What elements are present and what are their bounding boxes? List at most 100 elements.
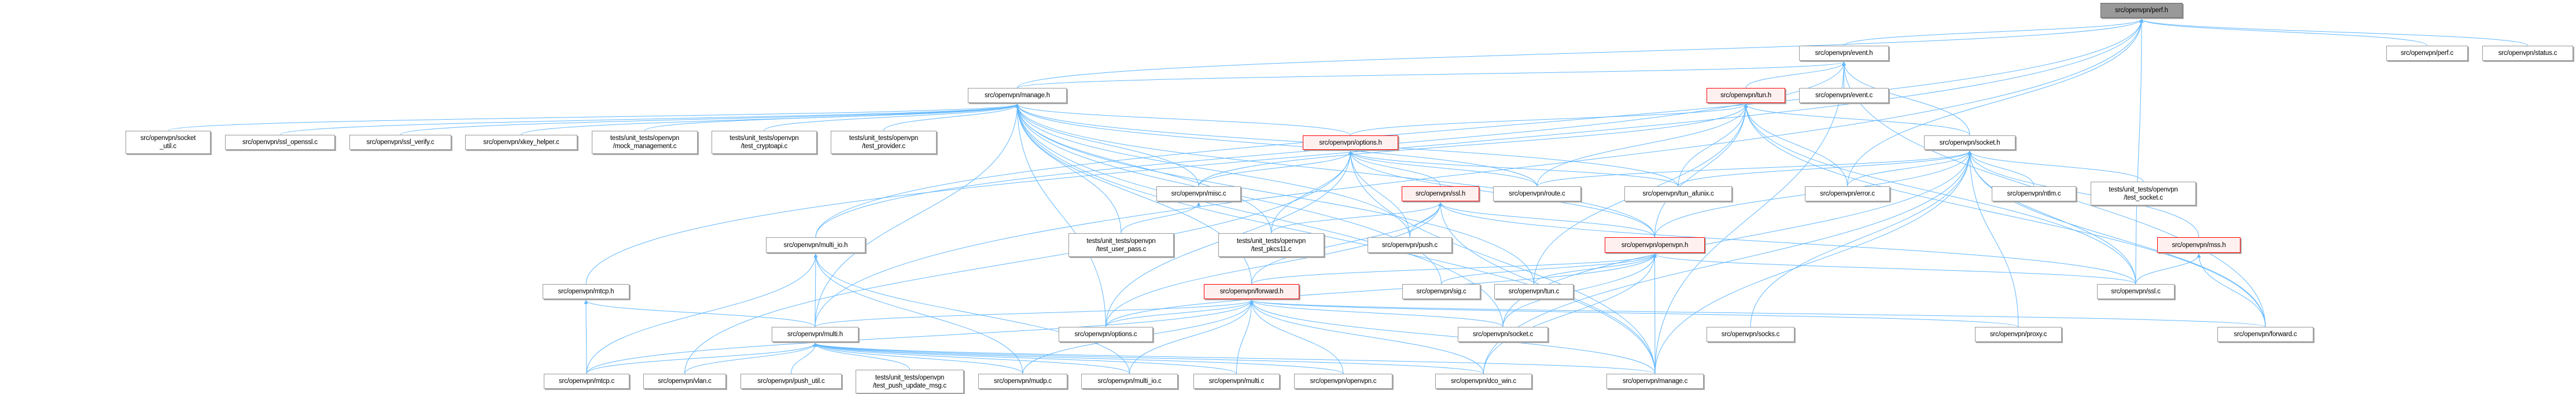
node-options-h[interactable]: src/openvpn/options.h <box>1303 135 1398 150</box>
node-route-c[interactable]: src/openvpn/route.c <box>1493 186 1581 201</box>
edge-mtcp-c-to-multi-h <box>586 343 817 374</box>
edge-multi-h-to-forward-h <box>815 300 1254 327</box>
node-mss-h[interactable]: src/openvpn/mss.h <box>2157 237 2240 253</box>
node-proxy-c[interactable]: src/openvpn/proxy.c <box>1975 327 2062 342</box>
node-push-c[interactable]: src/openvpn/push.c <box>1368 237 1452 253</box>
node-ssl-openssl-c[interactable]: src/openvpn/ssl_openssl.c <box>225 135 335 150</box>
node-perf-c[interactable]: src/openvpn/perf.c <box>2386 46 2468 61</box>
edge-socket-h-to-event-h <box>1842 61 1970 136</box>
node-test-user-pass-c[interactable]: tests/unit_tests/openvpn /test_user_pass… <box>1068 233 1174 257</box>
node-mtcp-c[interactable]: src/openvpn/mtcp.c <box>544 374 629 389</box>
node-mock-management-c[interactable]: tests/unit_tests/openvpn /mock_managemen… <box>592 131 698 154</box>
node-dco-win-c[interactable]: src/openvpn/dco_win.c <box>1435 374 1532 389</box>
edge-vlan-c-to-options-h <box>684 150 1353 374</box>
node-push-util-c[interactable]: src/openvpn/push_util.c <box>740 374 842 389</box>
node-event-c[interactable]: src/openvpn/event.c <box>1799 88 1889 103</box>
edge-mss-h-to-socket-h <box>1967 150 2199 238</box>
node-ssl-c[interactable]: src/openvpn/ssl.c <box>2097 284 2175 299</box>
edge-push-c-to-ssl-h <box>1409 202 1443 238</box>
edge-socket-h-to-tun-h <box>1744 104 1970 136</box>
edge-tun-afunix-c-to-options-h <box>1348 150 1679 187</box>
node-multi-c[interactable]: src/openvpn/multi.c <box>1193 374 1280 389</box>
edge-multi-io-c-to-forward-h <box>1129 300 1254 374</box>
node-manage-c[interactable]: src/openvpn/manage.c <box>1606 374 1704 389</box>
edge-tun-c-to-manage-h <box>1015 104 1534 285</box>
edge-multi-h-to-mtcp-h <box>584 300 816 327</box>
node-test-push-update-msg-c[interactable]: tests/unit_tests/openvpn /test_push_upda… <box>856 370 964 393</box>
edge-socks-c-to-socket-h <box>1750 150 1972 327</box>
node-tun-h[interactable]: src/openvpn/tun.h <box>1707 88 1785 103</box>
node-event-h[interactable]: src/openvpn/event.h <box>1799 46 1889 61</box>
edge-openvpn-c-to-multi-h <box>813 343 1344 374</box>
edge-tun-afunix-c-to-tun-h <box>1678 104 1748 187</box>
edge-tun-afunix-c-to-socket-h <box>1678 150 1972 187</box>
node-test-socket-c[interactable]: tests/unit_tests/openvpn /test_socket.c <box>2091 182 2196 205</box>
edge-perf-c-to-perf-h <box>2139 19 2427 46</box>
edge-test-push-update-msg-c-to-multi-h <box>813 343 910 370</box>
node-vlan-c[interactable]: src/openvpn/vlan.c <box>643 374 726 389</box>
edge-mtcp-c-to-multi-io-h <box>586 253 818 374</box>
node-multi-h[interactable]: src/openvpn/multi.h <box>772 327 858 342</box>
edge-manage-c-to-socket-h <box>1654 150 1972 374</box>
node-ssl-verify-c[interactable]: src/openvpn/ssl_verify.c <box>349 135 451 150</box>
edge-ssl-c-to-mss-h <box>2135 253 2201 285</box>
edge-test-pkcs11-c-to-ssl-h <box>1271 202 1443 234</box>
node-openvpn-c[interactable]: src/openvpn/openvpn.c <box>1294 374 1392 389</box>
node-error-c[interactable]: src/openvpn/error.c <box>1805 186 1890 201</box>
edge-proxy-c-to-socket-h <box>1967 150 2019 327</box>
edge-multi-io-h-to-perf-h <box>815 19 2144 238</box>
edge-forward-c-to-forward-h <box>1250 300 2266 327</box>
node-forward-c[interactable]: src/openvpn/forward.c <box>2217 327 2313 342</box>
edge-options-c-to-manage-h <box>1015 104 1106 327</box>
edge-test-user-pass-c-to-misc-c <box>1121 202 1201 234</box>
node-tun-c[interactable]: src/openvpn/tun.c <box>1494 284 1573 299</box>
edge-options-h-to-tun-h <box>1350 104 1748 136</box>
node-tun-afunix-c[interactable]: src/openvpn/tun_afunix.c <box>1624 186 1732 201</box>
node-mudp-c[interactable]: src/openvpn/mudp.c <box>978 374 1067 389</box>
node-multi-io-h[interactable]: src/openvpn/multi_io.h <box>766 237 865 253</box>
node-ntlm-c[interactable]: src/openvpn/ntlm.c <box>1992 186 2076 201</box>
node-manage-h[interactable]: src/openvpn/manage.h <box>968 88 1067 103</box>
node-test-provider-c[interactable]: tests/unit_tests/openvpn /test_provider.… <box>831 131 937 154</box>
edge-mtcp-c-to-forward-h <box>586 300 1254 374</box>
edge-status-c-to-perf-h <box>2139 19 2528 46</box>
node-options-c[interactable]: src/openvpn/options.c <box>1059 327 1153 342</box>
edge-multi-io-c-to-multi-io-h <box>813 253 1130 374</box>
node-socks-c[interactable]: src/openvpn/socks.c <box>1707 327 1794 342</box>
edge-ssl-c-to-perf-h <box>2135 19 2144 285</box>
edge-multi-c-to-forward-h <box>1236 300 1254 374</box>
node-sig-c[interactable]: src/openvpn/sig.c <box>1402 284 1480 299</box>
node-ssl-h[interactable]: src/openvpn/ssl.h <box>1402 186 1479 201</box>
edge-forward-h-to-openvpn-h <box>1251 253 1657 285</box>
edge-tun-h-to-event-h <box>1745 61 1846 89</box>
edge-test-socket-c-to-socket-h <box>1967 150 2144 182</box>
node-xkey-helper-c[interactable]: src/openvpn/xkey_helper.c <box>465 135 577 150</box>
node-status-c[interactable]: src/openvpn/status.c <box>2482 46 2573 61</box>
node-openvpn-h[interactable]: src/openvpn/openvpn.h <box>1605 237 1705 253</box>
edge-manage-h-to-event-h <box>1017 61 1846 89</box>
edge-ssl-c-to-openvpn-h <box>1653 253 2136 285</box>
edge-mtcp-h-to-perf-h <box>585 19 2144 285</box>
edge-route-c-to-socket-h <box>1536 150 1972 187</box>
edge-multi-io-c-to-multi-h <box>813 343 1130 374</box>
edge-openvpn-h-to-manage-h <box>1015 104 1655 238</box>
node-socket-util-c[interactable]: src/openvpn/socket _util.c <box>126 131 211 154</box>
edge-socket-c-to-openvpn-h <box>1502 253 1657 327</box>
node-socket-h[interactable]: src/openvpn/socket.h <box>1924 135 2015 150</box>
node-test-cryptoapi-c[interactable]: tests/unit_tests/openvpn /test_cryptoapi… <box>712 131 817 154</box>
node-forward-h[interactable]: src/openvpn/forward.h <box>1204 284 1299 299</box>
node-multi-io-c[interactable]: src/openvpn/multi_io.c <box>1081 374 1178 389</box>
edge-test-pkcs11-c-to-options-h <box>1271 150 1353 234</box>
edge-options-c-to-openvpn-h <box>1105 253 1657 327</box>
node-misc-c[interactable]: src/openvpn/misc.c <box>1156 186 1241 201</box>
node-perf-h: src/openvpn/perf.h <box>2100 3 2183 18</box>
edge-ssl-c-to-socket-h <box>1967 150 2136 285</box>
node-mtcp-h[interactable]: src/openvpn/mtcp.h <box>543 284 629 299</box>
edge-options-c-to-forward-h <box>1105 300 1254 327</box>
edge-manage-c-to-manage-h <box>1015 104 1656 374</box>
edge-test-provider-c-to-manage-h <box>883 104 1019 131</box>
edge-options-h-to-manage-h <box>1015 104 1351 136</box>
node-socket-c[interactable]: src/openvpn/socket.c <box>1458 327 1548 342</box>
edge-forward-c-to-socket-h <box>1967 150 2266 327</box>
node-test-pkcs11-c[interactable]: tests/unit_tests/openvpn /test_pkcs11.c <box>1218 233 1324 257</box>
